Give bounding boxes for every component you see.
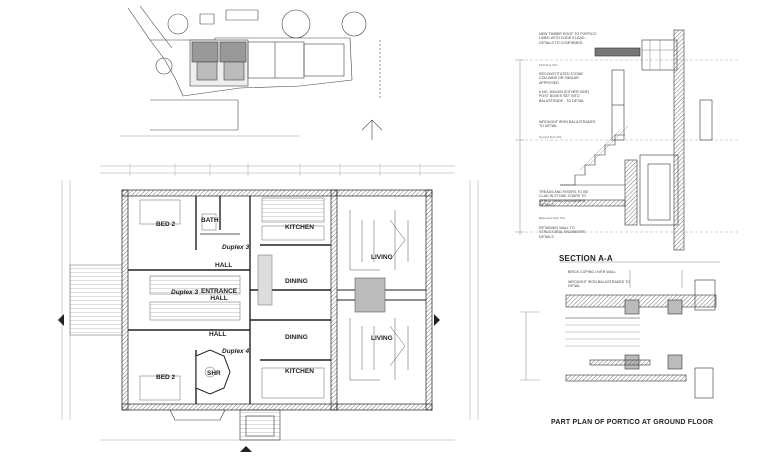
room-label-bed2-top: BED 2 [156, 221, 176, 228]
portico-note-brick-coping: BRICK COPING OVER WALL [568, 270, 616, 274]
room-label-dining-top: DINING [285, 278, 308, 285]
room-label-living-top: LIVING [371, 254, 393, 261]
room-label-entrance-hall: ENTRANCE HALL [201, 288, 238, 302]
duplex-label-mid: Duplex 3 [171, 289, 199, 296]
duplex-label-top: Duplex 3 [222, 244, 250, 251]
portico-title: PART PLAN OF PORTICO AT GROUND FLOOR [551, 419, 714, 426]
room-label-shr: SHR [207, 370, 221, 377]
room-label-living-bottom: LIVING [371, 335, 393, 342]
grid-markers [58, 314, 440, 452]
fittings [139, 199, 325, 401]
room-label-kitchen-bottom: KITCHEN [285, 368, 314, 375]
room-label-dining-bottom: DINING [285, 334, 308, 341]
level-basement-floor: Basement floor FFL [539, 216, 566, 220]
room-label-hall-bottom: HALL [209, 331, 227, 338]
outer-walls [121, 189, 433, 411]
room-label-bed2-bottom: BED 2 [156, 374, 176, 381]
section-note-columns: RECONSTITUTED STONE COLUMNS OR SIMILAR A… [539, 72, 583, 85]
section-note-retaining-wall: RETAINING WALL TO STRUCTURAL ENGINEERS D… [539, 226, 586, 239]
section-note-roof: NEW TIMBER ROOF TO PORTICO LINED WITH CO… [539, 32, 597, 45]
level-first-floor: First floor FFL [539, 63, 558, 67]
duplex-label-bottom: Duplex 4 [222, 348, 250, 355]
section-note-post-boxes: 6 NO. 300x300 (EITHER SIDE) POST BOXES S… [539, 90, 590, 103]
room-label-hall-top: HALL [215, 262, 233, 269]
floor-plan [58, 163, 479, 452]
room-label-kitchen-top: KITCHEN [285, 224, 314, 231]
site-plan [120, 5, 383, 140]
section-note-balustrades: WROUGHT IRON BALUSTRADES TO DETAIL [539, 120, 596, 129]
entrance-porch [169, 409, 281, 441]
room-label-bath: BATH [201, 217, 219, 224]
portico-note-balustrades: WROUGHT IRON BALUSTRADES TO DETAIL [568, 280, 631, 289]
level-ground-floor: Ground floor FFL [539, 135, 562, 139]
section-title: SECTION A-A [559, 254, 613, 263]
portico-plan-drawing [520, 261, 720, 399]
section-a-a-drawing [515, 29, 740, 251]
living-fittings [349, 210, 409, 381]
section-note-treads: TREADS AND RISERS TO BE CLAD IN STONE ST… [539, 190, 588, 207]
stairs [69, 197, 386, 336]
